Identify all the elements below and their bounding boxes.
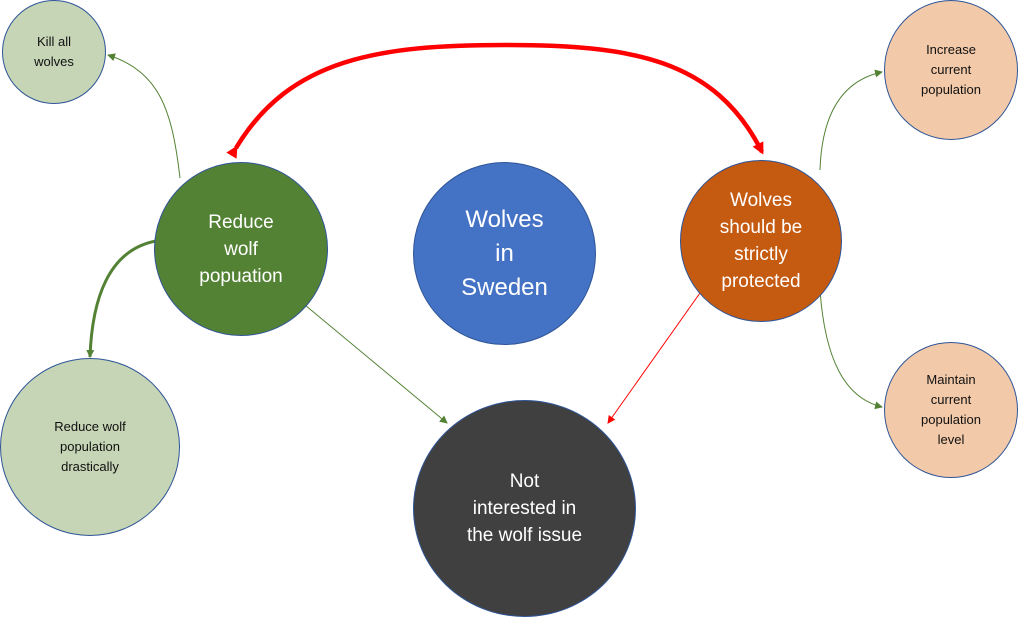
node-label: Wolves should be strictly protected [719,190,803,292]
node-label: Reduce wolf population drastically [54,419,126,474]
node-label: Kill all wolves [34,34,74,69]
node-increase-population[interactable]: Increase current population [884,0,1018,140]
edge-conflict-reduce-protect [226,42,765,159]
node-reduce-drastically[interactable]: Reduce wolf population drastically [0,358,180,536]
edge-protect-to-notint [607,292,701,424]
edge-reduce-to-drastic [86,239,157,358]
node-label: Maintain current population level [921,372,981,447]
node-label: Wolves in Sweden [461,205,548,301]
edge-reduce-to-killall [107,53,181,179]
node-not-interested[interactable]: Not interested in the wolf issue [413,400,636,617]
node-label: Not interested in the wolf issue [466,471,583,546]
node-maintain-population[interactable]: Maintain current population level [884,342,1018,478]
node-reduce-wolf-population[interactable]: Reduce wolf popuation [154,162,328,336]
node-label: Increase current population [921,42,981,97]
edge-protect-to-increase [819,69,883,171]
edge-protect-to-maintain [819,289,883,410]
node-wolves-strictly-protected[interactable]: Wolves should be strictly protected [680,160,842,322]
node-wolves-in-sweden[interactable]: Wolves in Sweden [413,162,596,345]
node-label: Reduce wolf popuation [199,211,283,287]
node-kill-all-wolves[interactable]: Kill all wolves [2,0,106,104]
edge-reduce-to-notint [304,304,448,424]
